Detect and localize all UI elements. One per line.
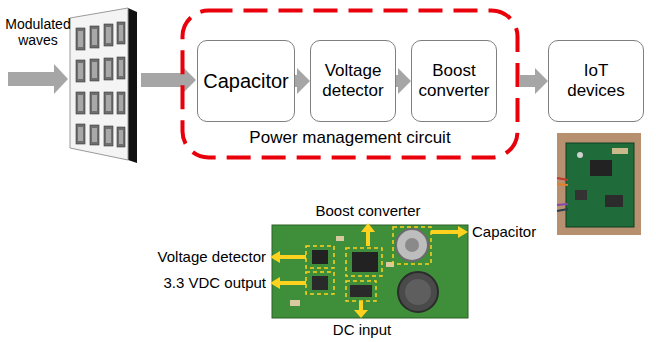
wave-arrow xyxy=(8,64,68,94)
part-label: DC input xyxy=(320,321,404,338)
process-box: Voltage detector xyxy=(310,40,396,122)
part-label: 3.3 VDC output xyxy=(140,274,266,291)
metasurface-panel xyxy=(70,8,137,163)
panel-arrow xyxy=(141,66,196,94)
process-box: IoT devices xyxy=(548,40,644,122)
circuit-region: Power management circuit Capacitor Voltage… xyxy=(180,8,520,160)
process-box: Boost converter xyxy=(411,40,497,122)
flow-arrow xyxy=(295,68,310,94)
flow-arrow xyxy=(520,68,548,94)
region-heading: Power management circuit xyxy=(249,128,450,148)
part-label: Capacitor xyxy=(472,223,550,240)
dashed-border xyxy=(183,11,518,158)
flow-arrow xyxy=(396,68,411,94)
box-label: IoT devices xyxy=(561,61,631,100)
part-label: Modulated waves xyxy=(0,16,76,48)
part-label-text: DC input xyxy=(320,321,404,338)
part-label-text: Modulated waves xyxy=(0,16,76,48)
pcb-photo xyxy=(270,223,468,318)
process-box: Capacitor xyxy=(197,40,295,122)
part-label-text: Voltage detector xyxy=(140,248,266,265)
part-label-text: Capacitor xyxy=(472,223,550,240)
box-label: Boost converter xyxy=(417,61,491,100)
part-label-text: 3.3 VDC output xyxy=(140,274,266,291)
box-label: Voltage detector xyxy=(316,61,390,100)
box-label: Capacitor xyxy=(203,70,289,93)
part-label-text: Boost converter xyxy=(305,202,431,219)
iot-device-photo xyxy=(557,133,641,235)
part-label: Voltage detector xyxy=(140,248,266,265)
part-label: Boost converter xyxy=(305,202,431,219)
